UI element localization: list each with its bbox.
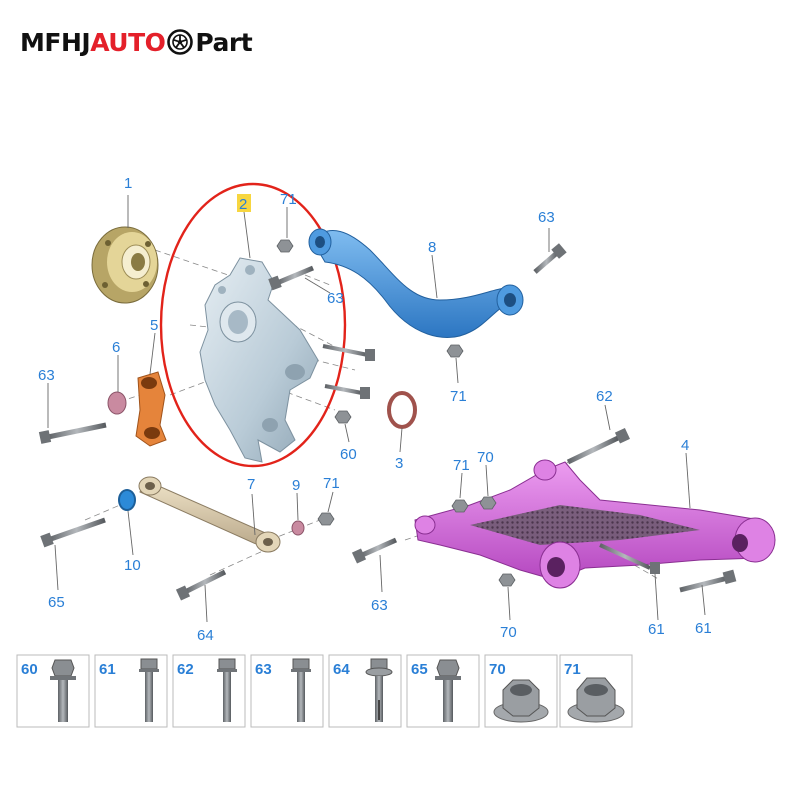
callout-61: 61 xyxy=(648,621,665,638)
callout-2: 2 xyxy=(239,196,247,213)
legend-cell-63: 63 xyxy=(250,654,324,728)
washer-9 xyxy=(291,520,305,536)
callout-63: 63 xyxy=(327,290,344,307)
long-bolt-icon xyxy=(217,658,237,722)
fastener-legend: 60 61 62 xyxy=(16,654,633,728)
tire-wheel-icon xyxy=(167,29,194,55)
eccentric-bolt-icon xyxy=(365,658,393,722)
flange-nut-icon xyxy=(567,677,625,723)
legend-label: 61 xyxy=(99,661,116,678)
callout-65: 65 xyxy=(48,594,65,611)
callout-70: 70 xyxy=(477,449,494,466)
callout-64: 64 xyxy=(197,627,214,644)
upper-control-arm xyxy=(308,228,524,338)
callout-7: 7 xyxy=(247,476,255,493)
highlight-ring xyxy=(159,182,347,468)
callout-9: 9 xyxy=(292,477,300,494)
legend-cell-61: 61 xyxy=(94,654,168,728)
wheel-hub-bearing xyxy=(91,226,159,304)
callout-3: 3 xyxy=(395,455,403,472)
callout-60: 60 xyxy=(340,446,357,463)
highlight-tag xyxy=(237,194,251,212)
flange-bolt-icon xyxy=(435,659,461,722)
legend-cell-64: 64 xyxy=(328,654,402,728)
loose-bolts xyxy=(38,243,737,601)
long-bolt-icon xyxy=(139,658,159,722)
long-bolt-icon xyxy=(291,658,311,722)
callout-71: 71 xyxy=(323,475,340,492)
legend-cell-70: 70 xyxy=(484,654,558,728)
callout-8: 8 xyxy=(428,239,436,256)
callout-71: 71 xyxy=(280,191,297,208)
callout-1: 1 xyxy=(124,175,132,192)
bushing-10 xyxy=(118,489,136,511)
brand-text-3: Part xyxy=(195,27,253,57)
washer-6 xyxy=(107,391,127,415)
callout-10: 10 xyxy=(124,557,141,574)
flange-nut-icon xyxy=(493,679,549,723)
legend-label: 62 xyxy=(177,661,194,678)
callout-4: 4 xyxy=(681,437,689,454)
callout-63: 63 xyxy=(371,597,388,614)
callout-63: 63 xyxy=(38,367,55,384)
legend-cell-62: 62 xyxy=(172,654,246,728)
callout-62: 62 xyxy=(596,388,613,405)
loose-nuts xyxy=(276,239,516,587)
brand-text-2: AUTO xyxy=(90,27,166,57)
legend-label: 63 xyxy=(255,661,272,678)
legend-label: 64 xyxy=(333,661,350,678)
brand-text-1: MFHJ xyxy=(20,27,91,57)
lower-control-arm xyxy=(414,459,776,589)
brand-logo: MFHJ AUTO Part xyxy=(20,26,253,58)
trailing-link xyxy=(138,476,281,553)
legend-label: 60 xyxy=(21,661,38,678)
leader-lines xyxy=(47,195,706,623)
legend-cell-71: 71 xyxy=(559,654,633,728)
callout-71: 71 xyxy=(450,388,467,405)
callout-labels: 1 2 71 63 8 63 5 6 63 71 62 4 60 3 71 70… xyxy=(38,175,712,644)
callout-71: 71 xyxy=(453,457,470,474)
legend-label: 71 xyxy=(564,661,581,678)
seal-ring xyxy=(387,391,417,429)
steering-knuckle xyxy=(199,257,319,463)
flange-bolt-icon xyxy=(50,659,76,722)
callout-6: 6 xyxy=(112,339,120,356)
legend-label: 70 xyxy=(489,661,506,678)
callout-61: 61 xyxy=(695,620,712,637)
legend-cell-65: 65 xyxy=(406,654,480,728)
toe-link xyxy=(135,371,167,447)
legend-label: 65 xyxy=(411,661,428,678)
callout-5: 5 xyxy=(150,317,158,334)
callout-70: 70 xyxy=(500,624,517,641)
callout-63: 63 xyxy=(538,209,555,226)
legend-cell-60: 60 xyxy=(16,654,90,728)
